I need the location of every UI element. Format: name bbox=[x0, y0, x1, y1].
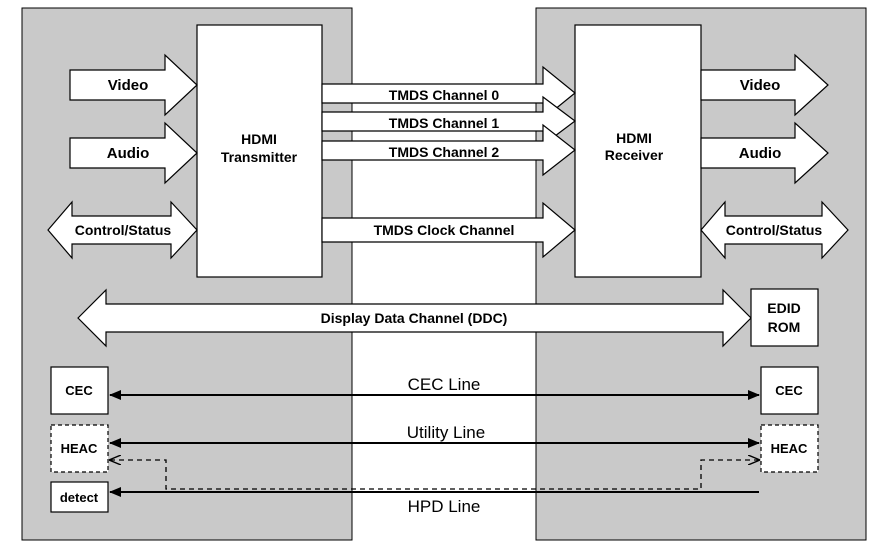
edid-label-line2: ROM bbox=[768, 319, 801, 335]
hdmi-receiver-box bbox=[574, 24, 702, 278]
edid-label-line1: EDID bbox=[767, 300, 800, 316]
control-status-left-arrow bbox=[47, 200, 198, 260]
audio-out-label: Audio bbox=[739, 145, 782, 162]
audio-in-label: Audio bbox=[107, 145, 150, 162]
control-status-right-arrow bbox=[700, 200, 849, 260]
control-status-right-label: Control/Status bbox=[726, 222, 823, 238]
cec-left-label: CEC bbox=[65, 383, 93, 398]
control-status-left-label: Control/Status bbox=[75, 222, 172, 238]
cec-right-box bbox=[760, 366, 819, 415]
heac-dashed-path bbox=[110, 460, 759, 490]
tmds-channel-1-label: TMDS Channel 1 bbox=[389, 115, 500, 131]
heac-left-box bbox=[50, 424, 109, 473]
video-in-arrow bbox=[69, 53, 198, 117]
heac-left-label: HEAC bbox=[61, 441, 98, 456]
detect-box bbox=[50, 481, 109, 513]
tmds-clock-channel-label: TMDS Clock Channel bbox=[374, 222, 515, 238]
receiver-label-line1: HDMI bbox=[616, 130, 652, 146]
ddc-label: Display Data Channel (DDC) bbox=[321, 310, 508, 326]
audio-in-arrow bbox=[69, 121, 198, 185]
hdmi-transmitter-box bbox=[196, 24, 323, 278]
detect-label: detect bbox=[60, 490, 99, 505]
utility-line-label: Utility Line bbox=[407, 423, 485, 442]
tmds-channel-0-label: TMDS Channel 0 bbox=[389, 87, 500, 103]
receiver-label-line2: Receiver bbox=[605, 147, 664, 163]
transmitter-label-line2: Transmitter bbox=[221, 149, 298, 165]
cec-left-box bbox=[50, 366, 109, 415]
heac-right-label: HEAC bbox=[771, 441, 808, 456]
tmds-channel-2-label: TMDS Channel 2 bbox=[389, 144, 500, 160]
cec-right-label: CEC bbox=[775, 383, 803, 398]
tmds-channel-0-arrow bbox=[321, 65, 576, 121]
video-in-label: Video bbox=[108, 77, 149, 94]
tmds-channel-1-arrow bbox=[321, 95, 576, 147]
cec-line-label: CEC Line bbox=[408, 375, 481, 394]
heac-right-box bbox=[760, 424, 819, 473]
audio-out-arrow bbox=[700, 121, 829, 185]
transmitter-label-line1: HDMI bbox=[241, 131, 277, 147]
tmds-clock-channel-arrow bbox=[321, 201, 576, 259]
video-out-label: Video bbox=[740, 77, 781, 94]
video-out-arrow bbox=[700, 53, 829, 117]
edid-rom-box bbox=[750, 288, 819, 347]
hpd-line-label: HPD Line bbox=[408, 497, 481, 516]
tmds-channel-2-arrow bbox=[321, 123, 576, 177]
